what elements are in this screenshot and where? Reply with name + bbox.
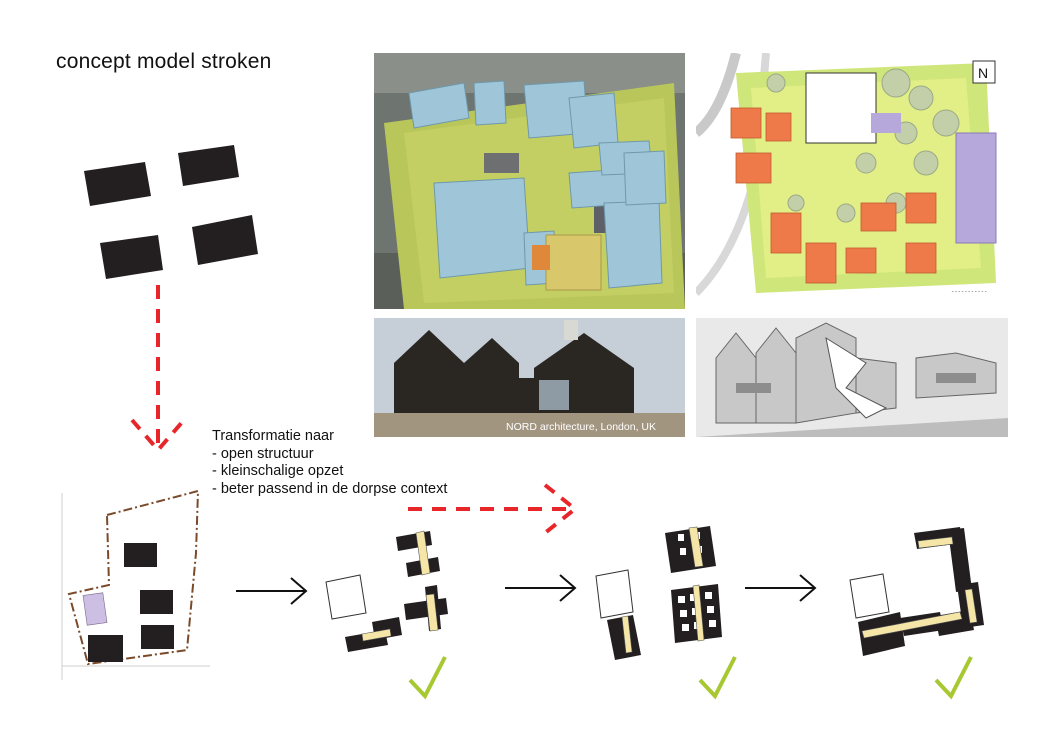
site-block xyxy=(141,625,174,649)
layout-diagram-2 xyxy=(595,526,737,700)
concept-block xyxy=(100,235,163,279)
model-photo xyxy=(374,53,685,309)
page-title: concept model stroken xyxy=(56,50,272,73)
transformation-heading: Transformatie naar xyxy=(212,428,334,444)
arrow-right-icon xyxy=(745,574,817,602)
site-block xyxy=(88,635,123,662)
existing-building xyxy=(595,569,634,619)
layout-diagram-1 xyxy=(325,530,448,700)
north-arrow-icon: N xyxy=(978,65,988,81)
concept-block xyxy=(178,145,239,186)
transformation-item: - beter passend in de dorpse context xyxy=(212,480,448,497)
site-block xyxy=(140,590,173,614)
check-mark-icon xyxy=(934,656,973,700)
concept-block xyxy=(84,162,151,206)
existing-building xyxy=(325,574,367,620)
dashed-arrow-head xyxy=(130,418,186,454)
check-mark-icon xyxy=(698,656,737,700)
site-plan: ----------- N xyxy=(696,53,1008,309)
lilac-plot xyxy=(82,592,108,626)
layout-diagram-3 xyxy=(849,527,984,700)
check-mark-icon xyxy=(408,656,447,700)
concept-block xyxy=(192,215,258,265)
site-block xyxy=(124,543,157,567)
site-boundary xyxy=(67,489,200,666)
svg-text:-----------: ----------- xyxy=(951,288,987,295)
transformation-list: Transformatie naar - open structuur - kl… xyxy=(212,428,447,498)
transformation-item: - kleinschalige opzet xyxy=(212,463,344,479)
transformation-item: - open structuur xyxy=(212,445,314,462)
arrow-right-icon xyxy=(505,574,577,602)
existing-building xyxy=(849,573,890,619)
arrow-right-icon xyxy=(236,577,308,605)
site-diagram xyxy=(61,489,210,680)
sketch-render xyxy=(696,318,1008,437)
reference-photo: NORD architecture, London, UK xyxy=(374,318,685,437)
dashed-arrow-head xyxy=(543,483,579,535)
photo-caption: NORD architecture, London, UK xyxy=(506,421,656,433)
